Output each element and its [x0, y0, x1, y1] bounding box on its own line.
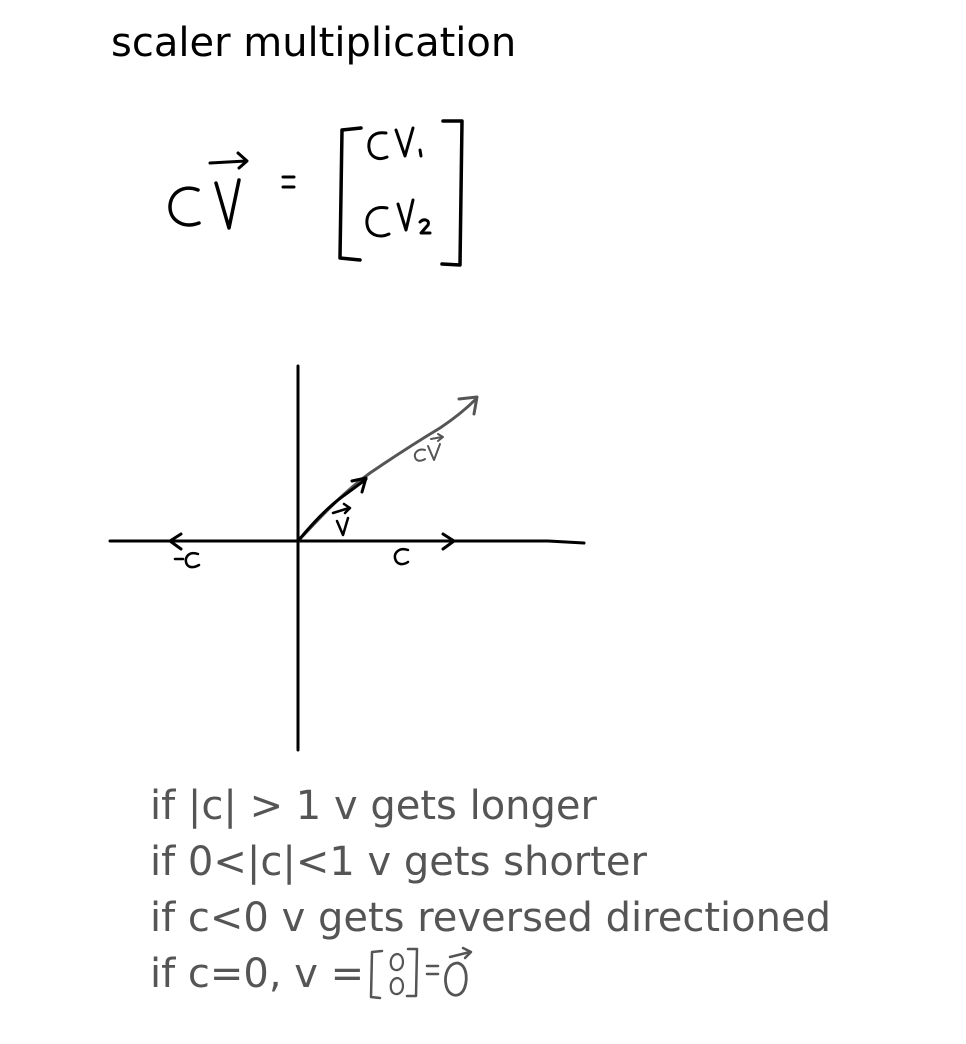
label-v — [331, 502, 352, 537]
zero-vector-result — [369, 946, 473, 1000]
vector-v — [296, 477, 368, 543]
zero-matrix-right-bracket — [405, 947, 419, 998]
rule-shorter: if 0<|c|<1 v gets shorter — [150, 839, 647, 885]
vector-graph — [108, 364, 586, 752]
positive-direction-arrowhead — [441, 532, 456, 551]
rule-zero-prefix: if c=0, v = — [150, 951, 365, 997]
handwritten-diagram — [108, 119, 586, 752]
vector-v-arrowhead — [350, 476, 368, 494]
rule-longer: if |c| > 1 v gets longer — [150, 783, 597, 829]
equation-vector-arrow — [208, 151, 249, 170]
matrix-right-bracket — [440, 119, 464, 267]
matrix-entry-cv2 — [365, 198, 432, 238]
equation-vector-v — [214, 178, 241, 230]
label-positive-c — [393, 548, 410, 566]
zero-matrix-entry-top — [389, 952, 405, 972]
negative-direction-arrowhead — [168, 532, 183, 551]
zero-matrix-entry-bottom — [389, 976, 405, 996]
matrix-entry-cv1 — [367, 126, 423, 161]
scaled-vector-arrowhead — [457, 395, 479, 416]
x-axis — [108, 539, 586, 545]
matrix-left-bracket — [338, 126, 363, 262]
rules-list: if |c| > 1 v gets longer if 0<|c|<1 v ge… — [150, 778, 831, 1002]
equation-scalar-c — [168, 186, 201, 227]
scaled-vector-cv — [296, 397, 478, 543]
equation-equals-sign — [281, 175, 296, 189]
label-cv — [413, 433, 444, 462]
zero-vector-arrow — [448, 946, 473, 960]
scalar-multiplication-equation — [168, 119, 464, 267]
zero-matrix-left-bracket — [369, 949, 384, 1000]
label-negative-c — [173, 552, 201, 569]
page-title: scaler multiplication — [111, 20, 517, 66]
rule-reversed: if c<0 v gets reversed directioned — [150, 895, 831, 941]
zero-vector-glyph — [444, 961, 468, 997]
zero-equals-sign — [425, 964, 440, 976]
rule-zero: if c=0, v = — [150, 946, 831, 1002]
